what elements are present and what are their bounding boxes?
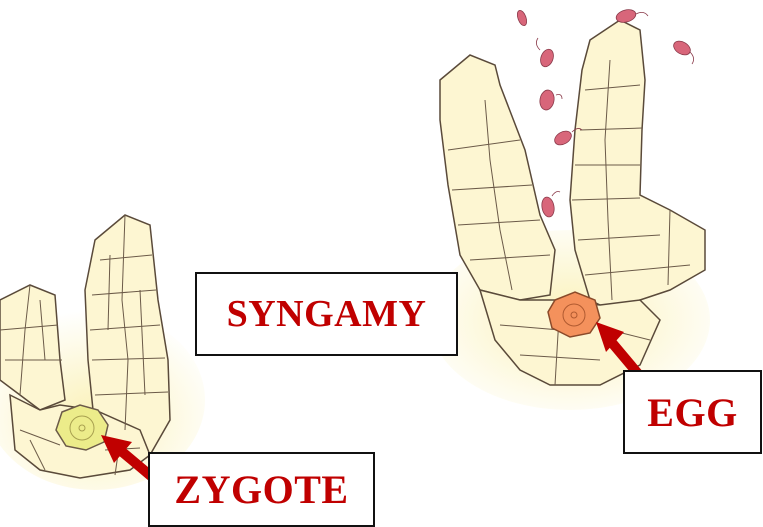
sperm-icon	[615, 8, 648, 25]
egg-label: EGG	[623, 370, 762, 454]
sperm-icon	[516, 9, 529, 27]
syngamy-label-text: SYNGAMY	[227, 292, 427, 336]
egg-label-text: EGG	[647, 389, 737, 436]
sperm-icon	[538, 89, 562, 111]
zygote-label: ZYGOTE	[148, 452, 375, 527]
sperm-icon	[540, 192, 560, 218]
zygote-label-text: ZYGOTE	[174, 466, 348, 513]
right-archegonium	[430, 20, 710, 410]
syngamy-label: SYNGAMY	[195, 272, 458, 356]
left-archegonium	[0, 215, 205, 490]
sperm-icon	[671, 38, 693, 64]
sperm-icon	[536, 38, 555, 69]
